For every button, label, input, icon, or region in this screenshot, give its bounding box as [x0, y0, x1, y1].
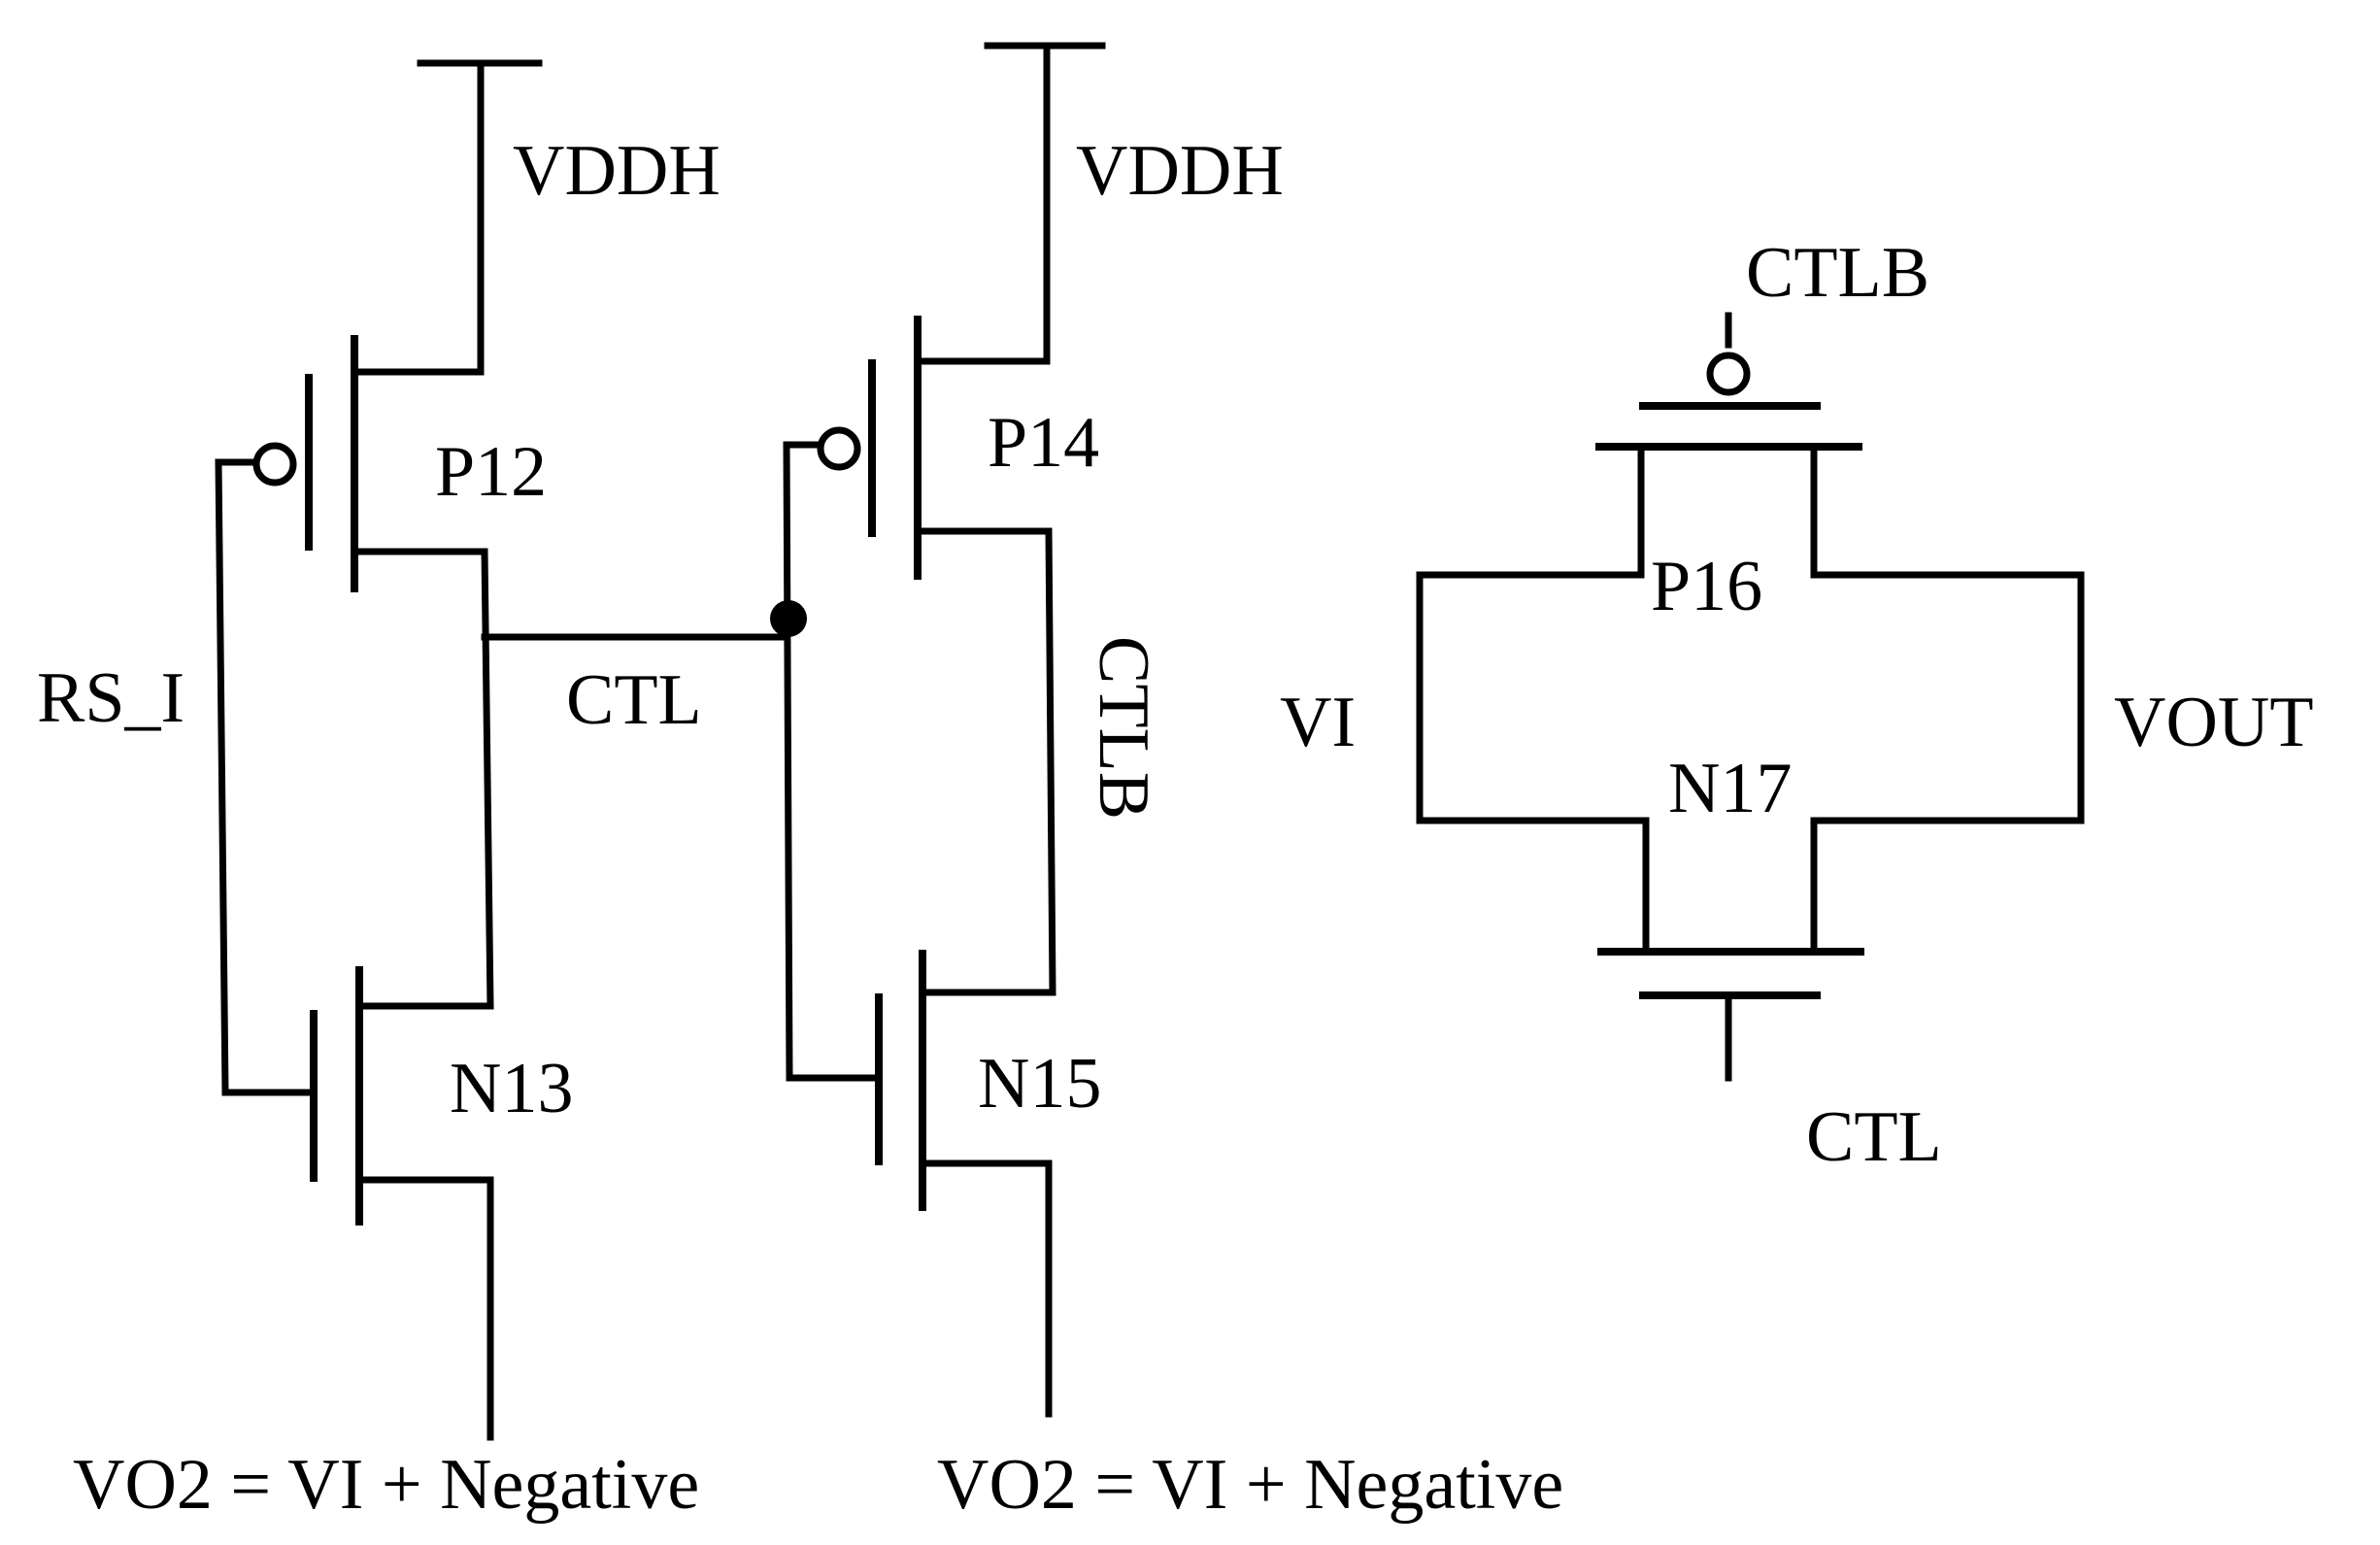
ctl-gate-wire	[783, 441, 793, 1082]
vddh-label-mid: VDDH	[1076, 131, 1284, 211]
ctlb-node-wire	[1045, 527, 1056, 996]
p14-bubble-icon	[817, 426, 861, 471]
ctl-label-bottom: CTL	[1806, 1097, 1942, 1177]
inverter-middle	[770, 42, 1106, 1418]
rs-i-label: RS_I	[37, 658, 184, 738]
vo2-label-left: VO2 = VI + Negative	[73, 1445, 699, 1525]
vo2-label-mid: VO2 = VI + Negative	[937, 1445, 1563, 1525]
output-node-left	[481, 548, 494, 1010]
ctlb-label-vertical: CTLB	[1084, 636, 1163, 820]
vddh-label-left: VDDH	[513, 131, 721, 211]
n17-label: N17	[1668, 749, 1792, 828]
junction-dot-icon	[770, 600, 807, 637]
p14-label: P14	[988, 403, 1099, 483]
p12-label: P12	[435, 432, 547, 512]
n15-label: N15	[978, 1044, 1101, 1124]
p16-bubble-icon	[1706, 352, 1751, 396]
vi-label: VI	[1280, 683, 1356, 762]
ctl-label-mid: CTL	[566, 660, 702, 740]
inverter-left	[215, 59, 790, 1441]
p12-bubble-icon	[252, 442, 297, 487]
transmission-gate	[1416, 312, 2085, 1082]
rs-i-wire	[215, 458, 229, 1096]
p16-label: P16	[1651, 547, 1762, 626]
vout-label: VOUT	[2114, 683, 2314, 762]
n13-label: N13	[450, 1049, 573, 1128]
ctlb-label-top: CTLB	[1746, 233, 1929, 313]
